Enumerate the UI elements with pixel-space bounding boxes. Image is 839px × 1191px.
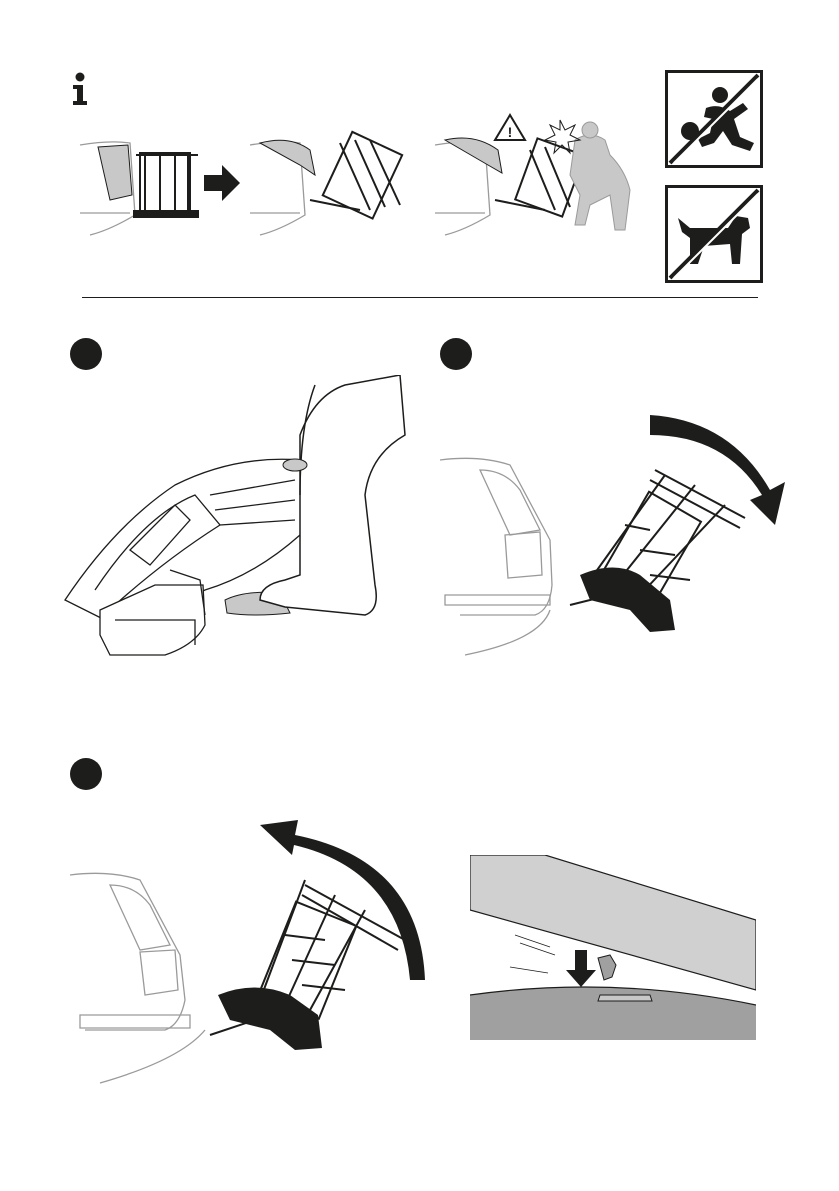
arrow-right-icon [204, 165, 240, 201]
section-divider [82, 297, 758, 298]
step-1-dot [70, 338, 102, 370]
no-children-playing-icon [665, 70, 763, 168]
warning-triangle-icon: ! [495, 115, 525, 140]
svg-text:!: ! [508, 124, 513, 140]
step-3-dot [70, 758, 102, 790]
step-1-illustration [55, 375, 415, 675]
step-2-illustration [440, 400, 800, 670]
step-2-dot [440, 338, 472, 370]
no-dogs-icon [665, 185, 763, 283]
top-sequence-illustration: ! [70, 95, 640, 245]
rotate-up-arrow-icon [260, 820, 425, 980]
step-3-illustration [70, 800, 450, 1090]
latch-detail-inset [470, 855, 756, 1040]
rotate-down-arrow-icon [650, 415, 785, 525]
